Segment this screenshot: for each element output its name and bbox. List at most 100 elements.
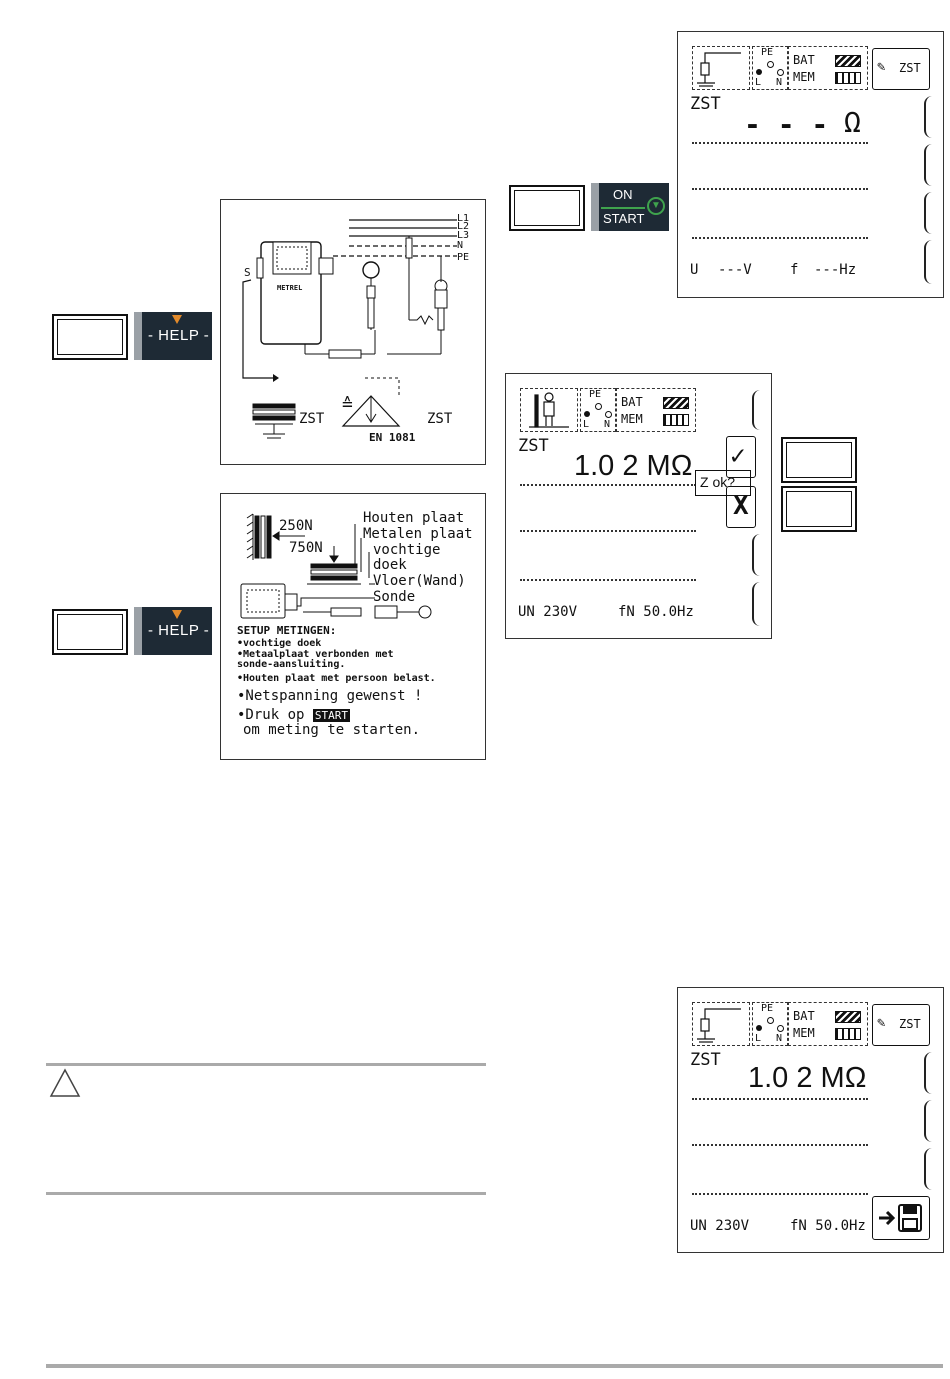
warning-triangle-icon <box>49 1068 81 1097</box>
softkey-no[interactable] <box>781 486 857 532</box>
on-start-button[interactable]: ON START ▼ <box>591 183 669 231</box>
softkey-help-2[interactable] <box>52 609 128 655</box>
mem-label: MEM <box>621 412 643 426</box>
socket-icon-box: PE L N <box>752 46 788 90</box>
setup-help-panel: 250N 750N Houten plaat Metalen plaat voc… <box>220 493 486 760</box>
dotted-line <box>692 1193 868 1195</box>
socket-dot-filled <box>584 411 590 417</box>
line-label-l3: L3 <box>457 230 470 241</box>
setup-bullet-3: •Houten plaat met persoon belast. <box>237 673 436 684</box>
label-sonde: Sonde <box>373 589 416 605</box>
line-label-l2: L2 <box>457 221 470 232</box>
setup-bullet-2: •Metaalplaat verbonden met <box>237 649 394 660</box>
un-readout: UN 230V <box>690 1218 750 1234</box>
l-label: L <box>755 1033 762 1044</box>
socket-dot-filled <box>756 69 762 75</box>
softkey-bracket[interactable] <box>752 390 764 430</box>
bat-label: BAT <box>793 1009 815 1023</box>
confirm-yes-button[interactable]: ✓ <box>726 436 756 478</box>
norm-label: EN 1081 <box>369 431 416 444</box>
screen1-value: - - - <box>744 108 829 141</box>
probe-label: S <box>244 266 251 279</box>
softkey-bracket[interactable] <box>924 96 936 138</box>
tab-label: ZST <box>899 1017 921 1031</box>
line-label-l1: L1 <box>457 213 470 224</box>
setup-diagram <box>240 513 432 619</box>
setup-bullet-2b: sonde-aansluiting. <box>237 659 346 670</box>
equivalence-symbol: ≙ <box>342 394 353 415</box>
softkey-yes[interactable] <box>781 437 857 483</box>
help-button-bar <box>134 607 142 655</box>
softkey-help-1[interactable] <box>52 314 128 360</box>
status-box: BAT MEM <box>616 388 696 432</box>
setup-heading: SETUP METINGEN: <box>237 624 337 637</box>
on-label: ON <box>613 187 633 202</box>
status-box: BAT MEM <box>788 46 868 90</box>
socket-icon-box: PE L N <box>752 1002 788 1046</box>
earth-probe-icon <box>697 1008 741 1043</box>
warning-bottom-rule <box>46 1192 486 1195</box>
label-doek: doek <box>373 557 407 573</box>
wiring-diagram <box>242 219 457 439</box>
start-key-label: START <box>312 709 350 722</box>
pe-label: PE <box>761 47 774 58</box>
l-label: L <box>583 419 590 430</box>
u-value: ---V <box>718 262 752 278</box>
dotted-line <box>692 188 868 190</box>
fn-readout: fN 50.0Hz <box>790 1218 866 1234</box>
confirm-no-button[interactable]: X <box>726 486 756 528</box>
warning-top-rule <box>46 1063 486 1066</box>
softkey-start[interactable] <box>509 185 585 231</box>
probe-pen-icon: ✎ <box>877 59 886 75</box>
tab-label: ZST <box>899 61 921 75</box>
softkey-bracket[interactable] <box>924 1100 936 1142</box>
zst-right-label: ZST <box>427 411 453 427</box>
status-box: BAT MEM <box>788 1002 868 1046</box>
label-vochtige: vochtige <box>373 542 441 558</box>
pe-label: PE <box>761 1003 774 1014</box>
softkey-bracket[interactable] <box>924 240 936 284</box>
bat-label: BAT <box>793 53 815 67</box>
dotted-line <box>692 1098 868 1100</box>
n-label: N <box>776 77 783 88</box>
socket-icon-box: PE L N <box>580 388 616 432</box>
softkey-bracket[interactable] <box>752 582 764 626</box>
setup-bullet-1: •vochtige doek <box>237 638 322 649</box>
help-button-2[interactable]: - HELP - <box>134 607 212 655</box>
device-brand: METREL <box>277 284 303 292</box>
f-label: f <box>790 262 799 278</box>
socket-dot-open <box>595 403 602 410</box>
softkey-bracket[interactable] <box>924 144 936 186</box>
help-label: HELP <box>158 622 200 639</box>
save-button[interactable] <box>872 1196 930 1240</box>
force-250: 250N <box>279 518 313 534</box>
dotted-line <box>520 484 696 486</box>
person-standing-icon <box>529 392 569 428</box>
wiring-icon-box <box>692 1002 750 1046</box>
label-metalen-plaat: Metalen plaat <box>363 526 473 542</box>
softkey-bracket[interactable] <box>924 1148 936 1190</box>
socket-dot-open <box>767 1017 774 1024</box>
battery-icon <box>835 55 861 67</box>
socket-dot-open <box>605 411 612 418</box>
softkey-bracket[interactable] <box>924 192 936 234</box>
screen-3: PE L N BAT MEM ✎ ZST ZST 1.0 2 MΩ UN 230… <box>677 987 944 1253</box>
net-line: •Netspanning gewenst ! <box>237 688 423 704</box>
socket-dot-open <box>777 69 784 76</box>
battery-icon <box>835 1011 861 1023</box>
softkey-bracket[interactable] <box>924 1052 936 1094</box>
f-value: ---Hz <box>814 262 857 278</box>
divider <box>601 207 645 209</box>
dotted-line <box>692 1144 868 1146</box>
zst-tab-button[interactable]: ✎ ZST <box>872 48 930 90</box>
memory-icon <box>835 72 861 84</box>
zst-tab-button[interactable]: ✎ ZST <box>872 1004 930 1046</box>
cross-icon: X <box>733 491 749 521</box>
help-button-1[interactable]: - HELP - <box>134 312 212 360</box>
label-vloer: Vloer(Wand) <box>373 573 466 589</box>
screen-2: PE L N BAT MEM ZST 1.0 2 MΩ Z ok? ✓ X UN… <box>505 373 772 639</box>
softkey-bracket[interactable] <box>752 534 764 576</box>
mem-label: MEM <box>793 70 815 84</box>
label-houten-plaat: Houten plaat <box>363 510 465 526</box>
wiring-diagram-panel: L1 L2 L3 N PE S METREL ZST ≙ ZST EN 1081 <box>220 199 486 465</box>
